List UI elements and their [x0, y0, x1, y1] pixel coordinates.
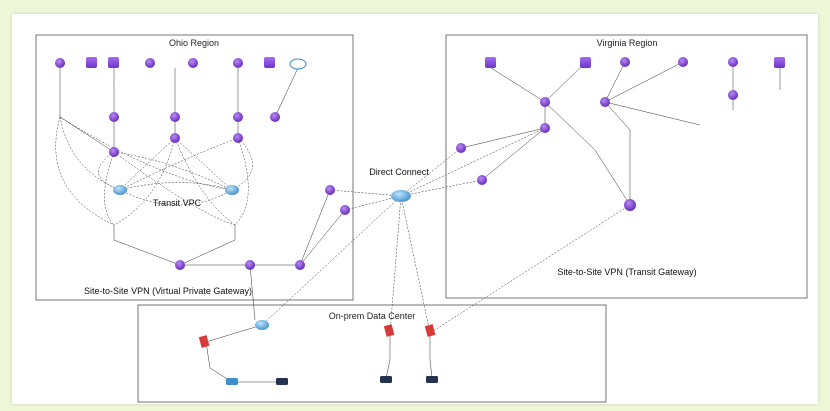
vpn-connection-node[interactable] — [170, 133, 180, 143]
dx-gateway-node[interactable] — [325, 185, 335, 195]
vpc-node[interactable] — [580, 57, 591, 68]
direct-connect-label: Direct Connect — [369, 167, 429, 177]
vpc-node[interactable] — [145, 58, 155, 68]
transit-vpc-routers — [113, 185, 239, 195]
vpn-connection-node[interactable] — [233, 133, 243, 143]
vpn-connection-node[interactable] — [477, 175, 487, 185]
gateway-node[interactable] — [170, 112, 180, 122]
vpn-connection-node[interactable] — [109, 147, 119, 157]
ohio-vpc-nodes — [55, 57, 307, 70]
internet-cloud-icon[interactable] — [289, 58, 307, 70]
ohio-region-title: Ohio Region — [169, 38, 219, 48]
router-icon[interactable] — [225, 185, 239, 195]
direct-connect-hub-icon[interactable] — [391, 190, 411, 202]
vpn-vgw-label: Site-to-Site VPN (Virtual Private Gatewa… — [84, 286, 252, 296]
vpc-node[interactable] — [86, 57, 97, 68]
virginia-region-title: Virginia Region — [597, 38, 658, 48]
transit-gateway-node[interactable] — [600, 97, 610, 107]
onprem-nodes — [198, 320, 438, 385]
vpn-connection-node[interactable] — [456, 143, 466, 153]
virginia-region-box — [445, 34, 808, 299]
vpc-node[interactable] — [108, 57, 119, 68]
transit-vpc-mesh — [55, 116, 253, 226]
vpc-node[interactable] — [233, 58, 243, 68]
server-icon[interactable] — [426, 376, 438, 383]
gateway-node[interactable] — [109, 112, 119, 122]
vpc-node[interactable] — [620, 57, 630, 67]
customer-gateway-icon[interactable] — [255, 320, 269, 330]
vpn-gateway-node[interactable] — [245, 260, 255, 270]
vpn-gateway-node[interactable] — [295, 260, 305, 270]
onprem-region-box — [137, 304, 607, 403]
server-icon[interactable] — [276, 378, 288, 385]
router-icon[interactable] — [113, 185, 127, 195]
firewall-icon[interactable] — [198, 335, 210, 348]
router-icon[interactable] — [226, 378, 238, 385]
direct-connect-links — [261, 127, 631, 334]
transit-vpc-label: Transit VPC — [153, 198, 202, 208]
vpc-node[interactable] — [728, 57, 738, 67]
virginia-vpc-nodes — [485, 57, 785, 68]
ohio-attachment-nodes — [109, 112, 280, 157]
vpc-node[interactable] — [485, 57, 496, 68]
transit-gateway-node[interactable] — [728, 90, 738, 100]
transit-gateway-node[interactable] — [540, 97, 550, 107]
vpn-tgw-label: Site-to-Site VPN (Transit Gateway) — [557, 267, 696, 277]
ohio-region-box — [35, 34, 354, 301]
vpc-node[interactable] — [678, 57, 688, 67]
vpn-connection-node[interactable] — [540, 123, 550, 133]
vpn-gateway-node[interactable] — [175, 260, 185, 270]
virginia-tgw-nodes — [456, 90, 738, 211]
gateway-node[interactable] — [233, 112, 243, 122]
vpc-node[interactable] — [774, 57, 785, 68]
firewall-icon[interactable] — [424, 324, 436, 337]
direct-connect-nodes — [325, 185, 411, 215]
vpc-node[interactable] — [264, 57, 275, 68]
ohio-vgw-nodes — [175, 260, 305, 270]
transit-gateway-vpn-node[interactable] — [624, 199, 636, 211]
vpc-node[interactable] — [55, 58, 65, 68]
onprem-region-title: On-prem Data Center — [329, 311, 416, 321]
ohio-links — [59, 67, 346, 321]
server-icon[interactable] — [380, 376, 392, 383]
dx-gateway-node[interactable] — [340, 205, 350, 215]
vpc-node[interactable] — [188, 58, 198, 68]
gateway-node[interactable] — [270, 112, 280, 122]
firewall-icon[interactable] — [383, 324, 395, 337]
